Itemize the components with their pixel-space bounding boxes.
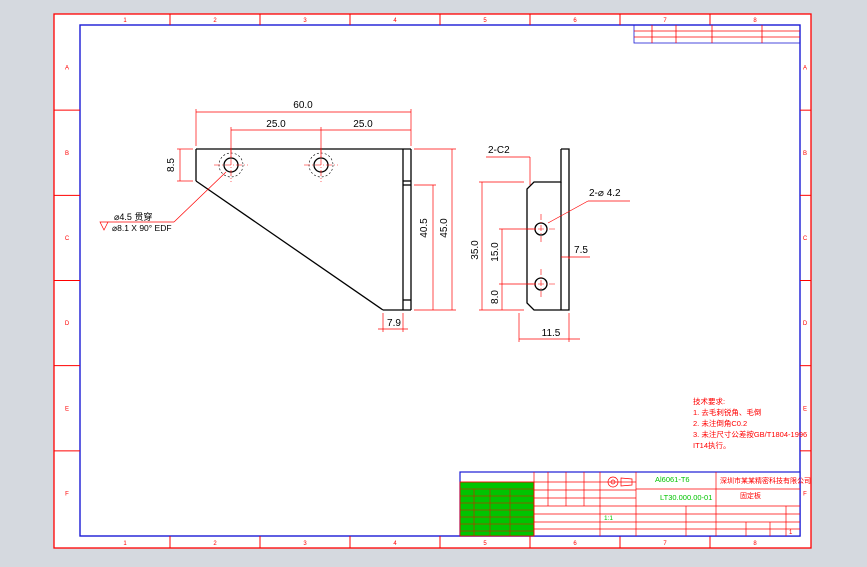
hole-callout-line2: ⌀8.1 X 90° EDF [112, 223, 172, 233]
zone-label-right-D: D [803, 321, 808, 327]
zone-label-bottom-1: 1 [123, 541, 127, 547]
zone-label-left-D: D [65, 321, 70, 327]
zone-label-bottom-5: 5 [483, 541, 487, 547]
note-line-2: 2. 未注倒角C0.2 [693, 418, 747, 428]
zone-label-bottom-2: 2 [213, 541, 217, 547]
dim-bottom-width: 7.9 [387, 318, 401, 329]
material: Al6061-T6 [655, 475, 690, 484]
dim-hole-spacing: 15.0 [490, 242, 501, 262]
side-hole-note: 2-⌀ 4.2 [589, 188, 621, 199]
sheet-outer-frame [53, 13, 812, 549]
zone-label-bottom-8: 8 [753, 541, 757, 547]
company-name: 深圳市某某精密科技有限公司 [720, 476, 811, 485]
sheet-number: 1 [789, 530, 793, 536]
dim-flange-height: 8.5 [166, 158, 177, 172]
zone-label-top-6: 6 [573, 18, 577, 24]
side-view-dimension-lines [479, 156, 630, 342]
dim-left-span: 25.0 [266, 119, 286, 130]
dim-side-width: 11.5 [542, 328, 561, 339]
zone-label-left-B: B [65, 151, 69, 157]
title-block: 深圳市某某精密科技有限公司 固定板 LT30.000.00-01 Al6061-… [459, 471, 811, 537]
zone-label-right-B: B [803, 151, 807, 157]
zone-label-top-2: 2 [213, 18, 217, 24]
note-line-4: IT14执行。 [693, 440, 731, 450]
zone-label-right-E: E [803, 406, 807, 412]
revision-table [459, 481, 535, 537]
zone-label-right-A: A [803, 66, 807, 72]
part-name: 固定板 [740, 491, 761, 500]
zone-label-top-4: 4 [393, 18, 397, 24]
zone-label-left-E: E [65, 406, 69, 412]
dim-bottom-offset: 8.0 [490, 290, 501, 304]
zone-label-left-F: F [65, 491, 69, 497]
front-view-geometry [195, 148, 412, 311]
zone-label-top-5: 5 [483, 18, 487, 24]
zone-label-right-C: C [803, 236, 808, 242]
chamfer-note: 2-C2 [488, 145, 510, 156]
drawing-number: LT30.000.00-01 [660, 493, 712, 502]
zone-label-left-A: A [65, 66, 69, 72]
dim-right-span: 25.0 [353, 119, 373, 130]
zone-label-top-3: 3 [303, 18, 307, 24]
technical-notes: 技术要求: 1. 去毛刺锐角、毛倒 2. 未注倒角C0.2 3. 未注尺寸公差按… [693, 396, 807, 450]
projection-symbol [607, 476, 633, 488]
top-revision-table [633, 24, 801, 44]
side-view-dimension-text: 2-C2 2-⌀ 4.2 35.0 15.0 8.0 7.5 11.5 [470, 145, 621, 339]
note-line-1: 1. 去毛刺锐角、毛倒 [693, 407, 761, 417]
zone-label-top-7: 7 [663, 18, 667, 24]
zone-label-bottom-6: 6 [573, 541, 577, 547]
zone-label-bottom-4: 4 [393, 541, 397, 547]
dim-total-height-front: 45.0 [439, 218, 450, 238]
hole-callout-line1: ⌀4.5 贯穿 [114, 211, 152, 222]
note-line-3: 3. 未注尺寸公差按GB/T1804-1996 [693, 429, 807, 439]
dim-total-height-side: 35.0 [470, 240, 481, 260]
zone-label-left-C: C [65, 236, 70, 242]
dim-overall-width: 60.0 [293, 100, 313, 111]
front-view-dimension-text: 60.0 25.0 25.0 8.5 40.5 45.0 7.9 ⌀4.5 贯穿… [112, 100, 450, 329]
front-view-dimension-lines [99, 109, 456, 332]
dim-rib-height: 40.5 [419, 218, 430, 238]
zone-label-right-F: F [803, 491, 807, 497]
zone-label-top-1: 1 [123, 18, 127, 24]
dim-hole-offset: 7.5 [574, 245, 588, 256]
scale: 1:1 [604, 515, 613, 522]
notes-heading: 技术要求: [693, 396, 725, 406]
zone-label-bottom-7: 7 [663, 541, 667, 547]
zone-label-bottom-3: 3 [303, 541, 307, 547]
zone-label-top-8: 8 [753, 18, 757, 24]
